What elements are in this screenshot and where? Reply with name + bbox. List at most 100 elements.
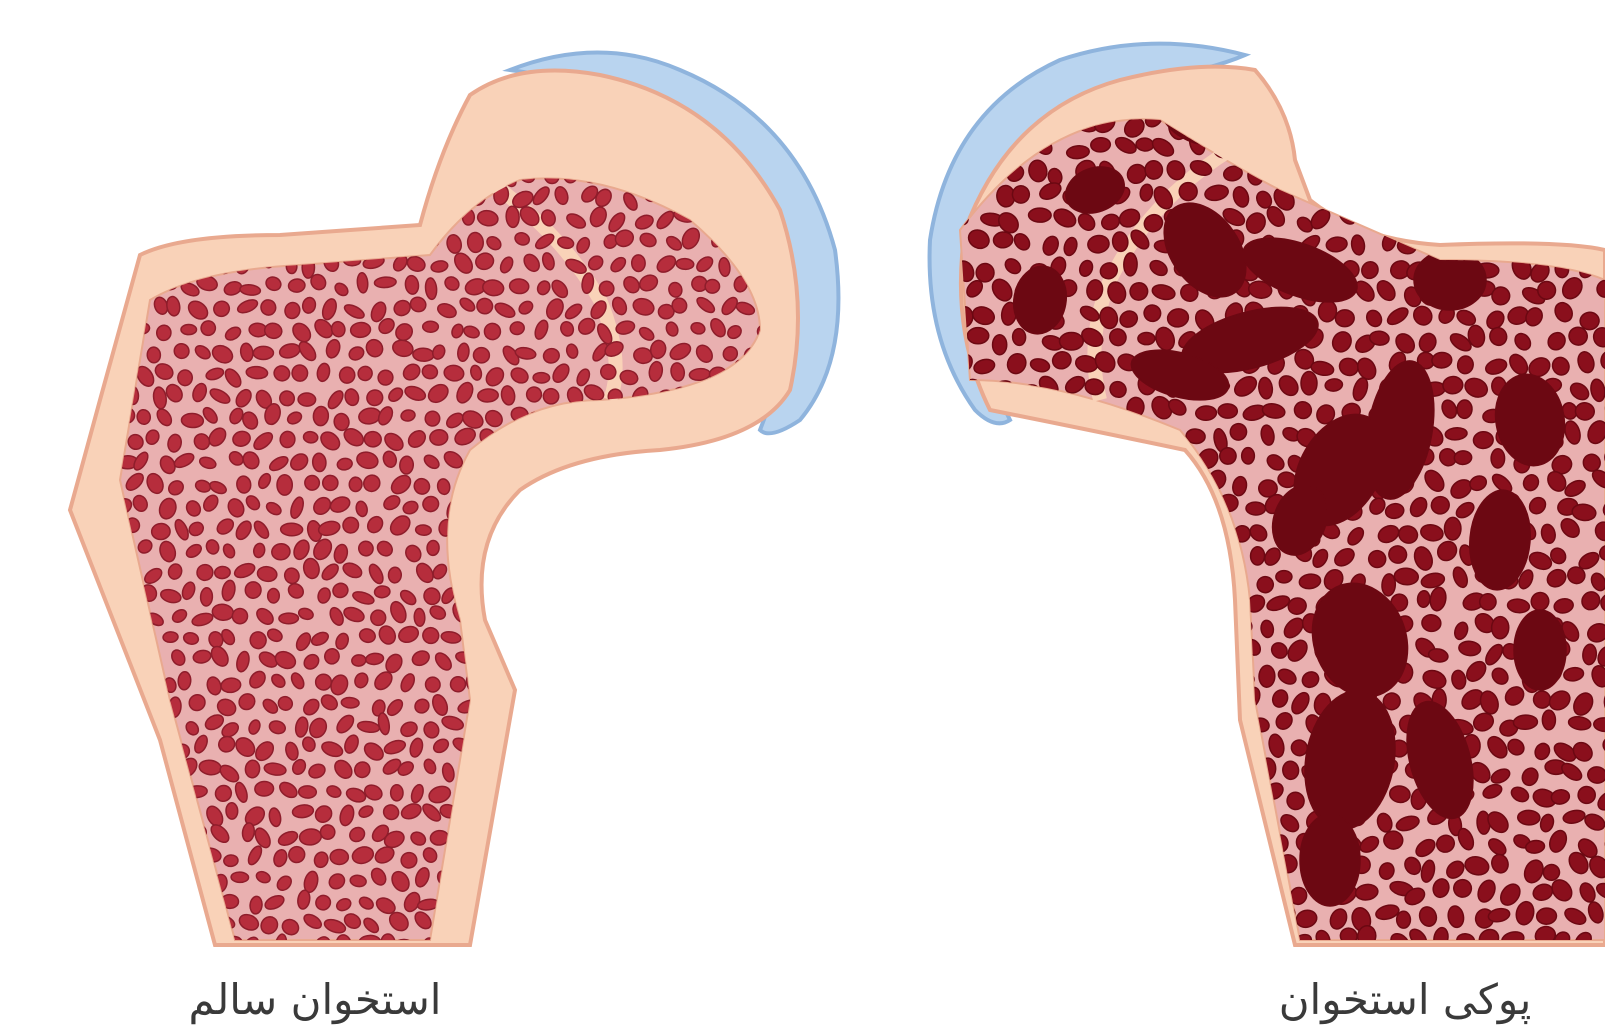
healthy-pore [79,783,98,799]
healthy-pore [182,934,205,959]
healthy-pore [144,117,168,140]
healthy-pore [633,563,652,582]
healthy-pore [467,232,484,253]
healthy-pore [415,524,431,536]
osteo-pore [1012,479,1029,497]
healthy-pore [616,846,636,869]
healthy-pore [82,342,104,362]
osteo-pore [1058,520,1080,545]
healthy-pore [573,499,591,519]
osteo-pore [1039,817,1057,831]
healthy-pore [780,781,802,796]
healthy-pore [663,850,682,869]
healthy-pore [761,608,785,626]
healthy-pore [718,470,739,491]
osteo-pore [1011,910,1027,929]
osteo-pore [1145,445,1159,467]
osteo-pore [1506,111,1525,132]
osteo-pore [1022,688,1046,713]
healthy-pore [158,891,170,909]
osteo-pore [1292,116,1313,132]
healthy-pore [766,828,785,850]
osteo-pore [1472,183,1495,209]
healthy-pore [768,580,789,604]
healthy-pore [86,250,101,272]
healthy-pore [584,602,599,623]
healthy-pore [548,540,570,563]
healthy-pore [793,100,817,120]
healthy-pore [569,779,586,800]
healthy-pore [676,258,694,270]
osteo-pore [1095,636,1115,659]
healthy-pore [697,736,719,762]
osteo-pore [1196,600,1218,617]
osteo-pore [1242,448,1255,464]
healthy-pore [298,786,316,799]
healthy-pore [360,101,380,117]
healthy-pore [581,586,594,608]
healthy-pore [525,566,540,584]
healthy-pore [678,871,698,885]
osteo-pore [1444,92,1460,115]
healthy-pore [417,139,441,160]
healthy-pore [743,691,764,712]
healthy-pore [217,122,236,144]
healthy-pore [776,891,794,912]
healthy-pore [96,191,109,212]
healthy-pore [516,831,535,848]
osteo-pore [1120,589,1144,614]
healthy-pore [532,672,549,685]
healthy-pore [622,798,646,821]
osteo-pore [954,547,976,564]
osteo-pore [1046,641,1071,666]
healthy-pore [291,181,315,207]
healthy-pore [592,695,608,713]
healthy-pore [148,873,160,889]
osteo-pore [983,787,1004,810]
osteo-pore [1344,159,1363,182]
healthy-pore [579,935,591,952]
healthy-pore [374,193,392,208]
osteo-pore [1540,139,1558,163]
osteo-pore [968,427,988,446]
osteo-pore [1173,492,1198,515]
healthy-pore [288,278,306,292]
healthy-pore [547,628,570,652]
healthy-pore [615,754,641,779]
healthy-pore [349,477,363,492]
healthy-pore [797,496,817,512]
healthy-pore [798,634,814,645]
healthy-pore [391,785,404,801]
healthy-pore [658,717,679,738]
osteo-pore [1051,591,1073,613]
osteo-pore [1310,94,1324,112]
healthy-pore [578,761,599,779]
healthy-pore [238,208,260,232]
healthy-pore [593,543,615,565]
healthy-pore [748,895,768,916]
healthy-pore [568,518,579,532]
healthy-pore [245,582,261,599]
healthy-pore [115,893,135,908]
healthy-pore [630,471,651,489]
osteo-pore [1141,480,1156,497]
healthy-pore [113,713,129,732]
healthy-pore [511,581,536,603]
healthy-pore [88,762,108,782]
osteo-pore [1509,207,1531,228]
osteo-pore [1154,710,1180,733]
osteo-pore [1008,763,1031,782]
healthy-pore [341,697,359,708]
healthy-pore [588,565,605,581]
osteo-pore [996,835,1016,850]
osteo-pore [1454,450,1472,465]
osteo-pore [971,685,997,712]
healthy-pore [681,758,701,783]
healthy-pore [769,713,793,735]
healthy-pore [496,822,521,848]
healthy-pore [682,670,704,692]
osteo-pore [1201,710,1226,734]
healthy-pore [684,935,704,950]
osteo-pore [1348,138,1371,164]
osteo-pore [1107,666,1134,688]
